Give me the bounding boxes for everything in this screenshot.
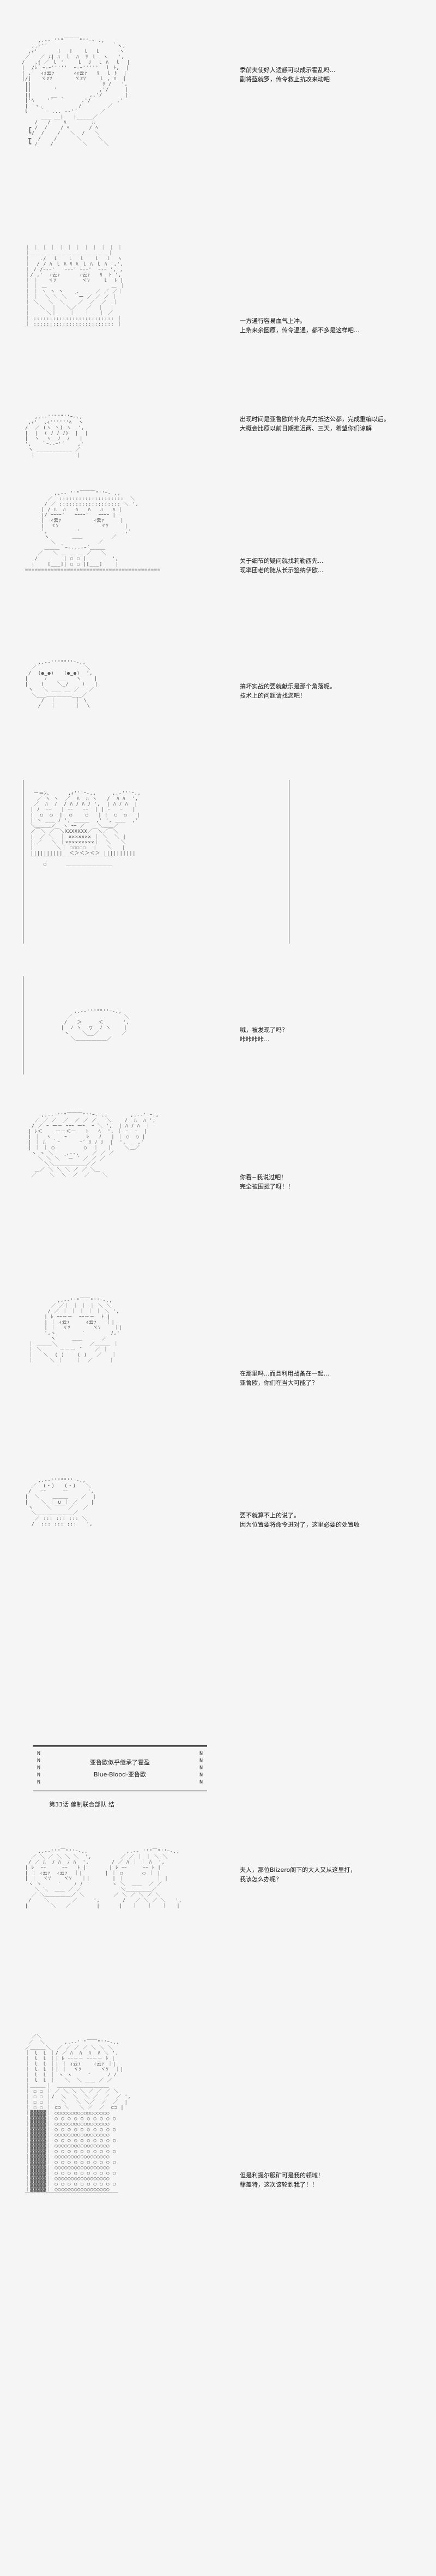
ascii-art-panel-2: ｜ ｜ ｜ ｜ ｜ ｜ ｜ ｜ ｜ ｜ ｜ ｜ ｜＿＿＿＿＿＿＿＿＿＿＿＿＿＿＿…	[25, 245, 125, 333]
caption-7: 你看~我说过吧！ 完全被围拢了呀！！	[240, 1174, 294, 1190]
ascii-art-panel-7: ,.-‐''"""''ｰ-., ／ ＼ / ＞ ＜ ', | ﾉ ヽ ヮ ﾉ ヽ…	[60, 1009, 130, 1042]
ascii-art-panel-9: ,.-‐''"￣￣"''ｰ-., ／ ／｜ ｜ ｜ ｜ ＼ ＼ / ／ ｜ ｜ …	[28, 1298, 123, 1364]
title-line-2: Blue-Blood-亚鲁欧	[94, 1771, 146, 1778]
ascii-art-panel-11: ,.-‐''"￣"''ｰ-., ,.-‐ ''"￣"''ｰ-., ／ ＼ ／ ＼…	[25, 1849, 182, 1909]
ascii-art-panel-10: ,.-‐''"""''ｰ-., ／ (・) (・) ＼ / ｰｰ ｰｰ ', |…	[25, 1478, 96, 1527]
caption-2: 一方通行容易血气上冲。 上条来余圆原，传令温通，都不多是这样吧...	[240, 317, 360, 334]
ascii-art-panel-12: ／＼ ／ ＼ ,.-‐''"￣￣"''ｰ-., ／＿＿＿＼ ／ ／ ／ ／ ＼ …	[25, 2034, 131, 2198]
ascii-art-panel-8: ,.-‐ ''"￣￣￣"''ｰ- ., ,.-‐''ｰ., ／ ／ ／ ／ ／ …	[28, 1113, 159, 1178]
caption-11: 但是利提尔服矿可是我的领域！ 菲盖特，这次该轮到我了！！	[240, 2172, 324, 2188]
ascii-art-panel-4: ,.-‐ ''"￣￣￣"''ｰ- ., ／ ::::::::::::::::::…	[25, 491, 161, 573]
caption-9: 要不就算不上的说了。 因为位置要将命令进对了，这里必要的处置收	[240, 1512, 360, 1528]
title-box-left-labels: N N N N N	[37, 1751, 41, 1785]
caption-8: 在那里吗...而且利用战备在一起... 亚鲁欧，你们在当大可能了？	[240, 1370, 329, 1386]
title-box-right-labels: N N N N N	[199, 1751, 203, 1785]
caption-6: 喊，被发现了吗？ 咔咔咔咔...	[240, 1026, 288, 1043]
caption-10: 夫人，那位Blizero阁下的大人又从这里打， 我该怎么办呢？	[240, 1866, 356, 1883]
caption-4: 关于细节的疑问就找莉勒西先... 现率团老的随从长示签纳伊欧...	[240, 557, 324, 574]
caption-5: 搞坏实战的要就献乐是那个角落呢。 技术上的问题请找您吧！	[240, 683, 336, 699]
caption-3: 出现时间是亚鲁欧的补充兵力抵达公都，完成重编以后。 大概会比原以前日期推迟两、三…	[240, 416, 390, 432]
title-line-1: 亚鲁欧似乎继承了霍盈	[90, 1759, 150, 1766]
ascii-art-panel-6: ー＝ﾝ、 ,ｨ'''ｰ-., ,.-'''ｰ., ／ ヽ ヽ ／ ﾊ ﾊ ヽ /…	[30, 791, 141, 867]
ascii-art-panel-1: ,.-‐ ''"￣￣￣"''ｰ- ., ,.r'´ ｀ヽ, ,ｨ' ｉ ｉ ｌ …	[22, 38, 130, 147]
chapter-title-box: N N N N N N N N N N 亚鲁欧似乎继承了霍盈 Blue-Bloo…	[33, 1745, 207, 1792]
episode-label: 第33话 偏制联合部队 结	[49, 1801, 114, 1808]
caption-1: 季前夫使好人适惑可以成示霍乱吗... 副将蓝就罗，传令救止抗攻来动吧	[240, 67, 336, 83]
ascii-art-panel-5: ,.-‐''"""''ｰ-., ／ ＼ / (●‿●) (●‿●) ', | ﾉ…	[25, 660, 98, 709]
ascii-art-panel-3: ,.-‐''"""''ｰ-., ,ｨ' ,ｨ''''''ﾍ ヽ / ／ (ヽ ヽ…	[25, 415, 88, 458]
